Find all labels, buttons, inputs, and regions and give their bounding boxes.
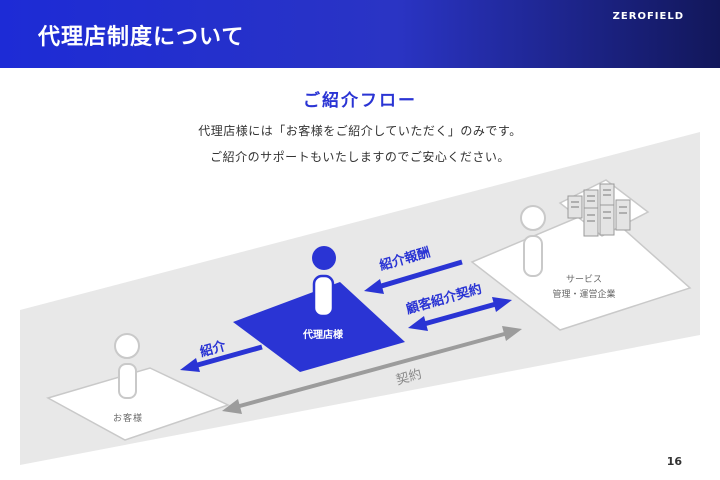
header-bar: 代理店制度について ZEROFIELD <box>0 0 720 68</box>
agency-platform <box>233 282 405 372</box>
provider-person-icon <box>520 205 546 277</box>
page-title: 代理店制度について <box>38 25 245 50</box>
contract-arrow <box>222 326 522 414</box>
provider-platform <box>470 207 692 331</box>
customer-label: お客様 <box>113 412 143 424</box>
server-rack-icon <box>558 179 650 237</box>
referral-arrow <box>180 344 263 372</box>
brand-logo: ZEROFIELD <box>612 11 684 22</box>
customer-referral-contract-arrow <box>408 297 512 331</box>
referral-fee-arrow <box>364 259 463 294</box>
customer-person-icon <box>114 333 140 399</box>
section-title: ご紹介フロー <box>303 91 417 111</box>
provider-label-line1: サービス <box>566 274 602 285</box>
referral-arrow-label: 紹介 <box>198 338 228 361</box>
agency-person-icon <box>312 246 336 318</box>
provider-label-line2: 管理・運営企業 <box>552 288 615 300</box>
agency-label: 代理店様 <box>302 328 344 341</box>
description-line-2: ご紹介のサポートもいたしますのでご安心ください。 <box>210 150 510 164</box>
contract-arrow-label: 契約 <box>394 367 423 389</box>
page-number: 16 <box>666 455 682 468</box>
description-line-1: 代理店様には「お客様をご紹介していただく」のみです。 <box>198 124 522 138</box>
customer-platform <box>46 367 230 441</box>
